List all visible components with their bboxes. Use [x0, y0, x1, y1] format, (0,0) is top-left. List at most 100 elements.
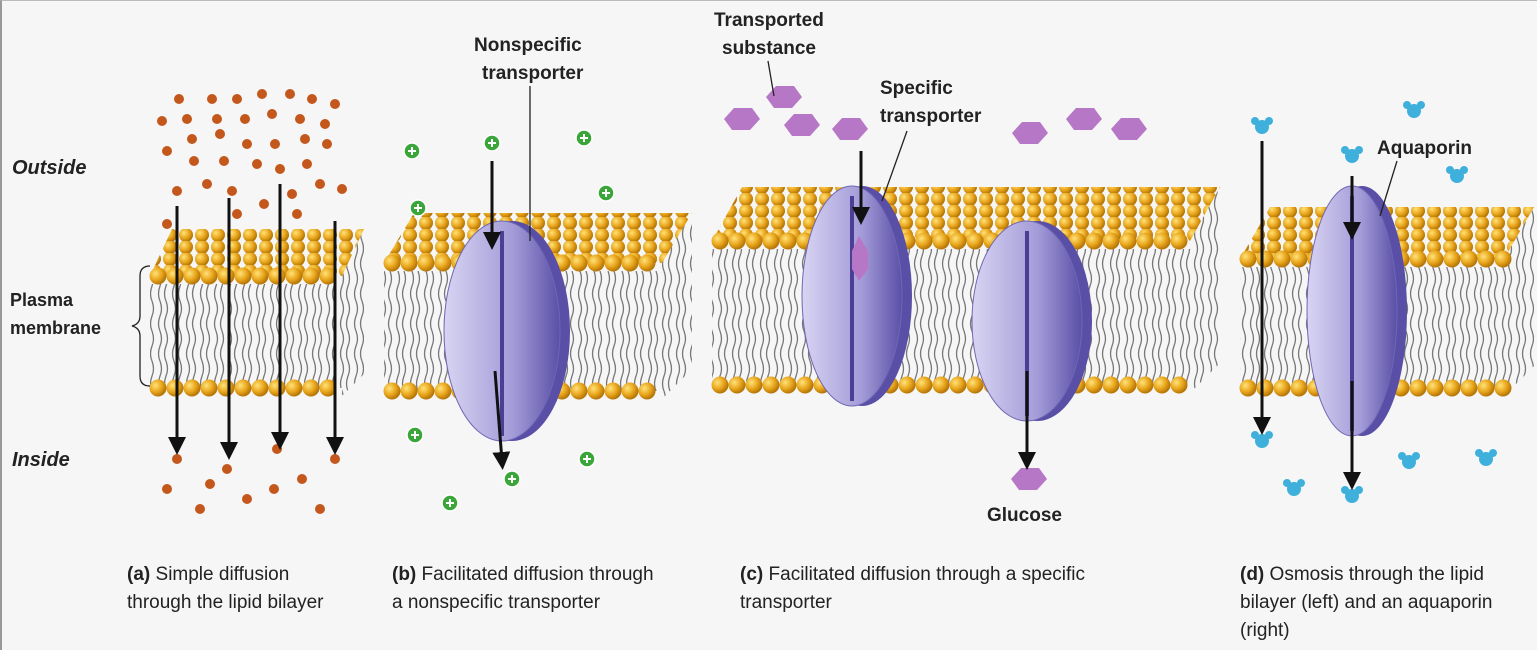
- lipid-head: [1273, 379, 1291, 397]
- specific-label-2: transporter: [880, 106, 982, 127]
- glucose-molecule: [1011, 468, 1047, 490]
- glucose-molecule: [1066, 108, 1102, 130]
- lipid-head: [796, 376, 814, 394]
- lipid-head: [762, 376, 780, 394]
- outside-label: Outside: [12, 157, 87, 179]
- solute-molecule: [302, 159, 312, 169]
- solute-molecule: [257, 89, 267, 99]
- lipid-head: [570, 254, 588, 272]
- membrane-side-d: [1504, 207, 1534, 396]
- lipid-head: [587, 382, 605, 400]
- water-molecule: [1402, 455, 1416, 469]
- lipid-head: [745, 232, 763, 250]
- plasma-membrane-label-2: membrane: [10, 318, 102, 338]
- lipid-head: [417, 382, 435, 400]
- lipid-head: [1239, 379, 1257, 397]
- lipid-head: [932, 376, 950, 394]
- water-hydrogen: [1403, 101, 1411, 109]
- lipid-head: [1273, 250, 1291, 268]
- water-hydrogen: [1297, 479, 1305, 487]
- lipid-head: [166, 379, 184, 397]
- lipid-head: [779, 376, 797, 394]
- solute-molecule: [242, 139, 252, 149]
- lipid-head: [251, 267, 269, 285]
- solute-molecule: [242, 494, 252, 504]
- solute-molecule: [330, 454, 340, 464]
- lipid-head: [1290, 379, 1308, 397]
- water-hydrogen: [1489, 449, 1497, 457]
- solute-molecule: [157, 116, 167, 126]
- lipid-head: [417, 254, 435, 272]
- solute-molecule: [275, 164, 285, 174]
- solute-molecule: [182, 114, 192, 124]
- lipid-head: [621, 254, 639, 272]
- plus-sign-icon: [408, 147, 416, 155]
- solute-molecule: [297, 474, 307, 484]
- solute-molecule: [227, 186, 237, 196]
- lipid-head: [711, 232, 729, 250]
- inside-label: Inside: [12, 449, 70, 471]
- transported-label-2: substance: [722, 38, 816, 59]
- lipid-head: [966, 232, 984, 250]
- solute-molecule: [172, 186, 182, 196]
- lipid-head: [1136, 376, 1154, 394]
- water-hydrogen: [1355, 146, 1363, 154]
- solute-molecule: [285, 89, 295, 99]
- leader-aquaporin: [1379, 160, 1398, 217]
- solute-molecule: [267, 109, 277, 119]
- membrane-side-c: [1190, 187, 1220, 393]
- membrane-top-a: [150, 229, 364, 276]
- lipid-head: [285, 267, 303, 285]
- solute-molecule: [189, 156, 199, 166]
- membrane-side-a: [342, 229, 364, 396]
- lipid-head: [966, 376, 984, 394]
- lipid-head: [1085, 232, 1103, 250]
- solute-molecule: [315, 504, 325, 514]
- lipid-head: [1290, 250, 1308, 268]
- aquaporin-label: Aquaporin: [1377, 138, 1472, 159]
- lipid-head: [1085, 376, 1103, 394]
- lipid-head: [762, 232, 780, 250]
- lipid-head: [1170, 232, 1188, 250]
- lipid-head: [400, 382, 418, 400]
- solute-molecule: [207, 94, 217, 104]
- solute-molecule: [337, 184, 347, 194]
- lipid-head: [1426, 250, 1444, 268]
- solute-molecule: [259, 199, 269, 209]
- lipid-head: [234, 379, 252, 397]
- water-hydrogen: [1283, 479, 1291, 487]
- glucose-molecule: [784, 114, 820, 136]
- lipid-head: [728, 232, 746, 250]
- lipid-head: [604, 254, 622, 272]
- glucose-label: Glucose: [987, 505, 1062, 526]
- water-hydrogen: [1412, 452, 1420, 460]
- lipid-head: [1239, 250, 1257, 268]
- lipid-head: [1136, 232, 1154, 250]
- lipid-head: [434, 254, 452, 272]
- bound-glucose: [852, 236, 868, 281]
- lipid-head: [383, 382, 401, 400]
- lipid-head: [183, 379, 201, 397]
- plus-sign-icon: [488, 139, 496, 147]
- leader-transported: [767, 60, 775, 97]
- lipid-head: [1460, 379, 1478, 397]
- water-hydrogen: [1341, 146, 1349, 154]
- lipid-head: [1460, 250, 1478, 268]
- lipid-head: [234, 267, 252, 285]
- solute-molecule: [292, 209, 302, 219]
- lipid-head: [1119, 376, 1137, 394]
- solute-molecule: [162, 219, 172, 229]
- lipid-head: [1409, 379, 1427, 397]
- lipid-head: [1477, 379, 1495, 397]
- solute-molecule: [219, 156, 229, 166]
- solute-molecule: [252, 159, 262, 169]
- lipid-head: [915, 376, 933, 394]
- plus-sign-icon: [446, 499, 454, 507]
- solute-molecule: [215, 129, 225, 139]
- lipid-head: [400, 254, 418, 272]
- water-hydrogen: [1251, 117, 1259, 125]
- solute-molecule: [307, 94, 317, 104]
